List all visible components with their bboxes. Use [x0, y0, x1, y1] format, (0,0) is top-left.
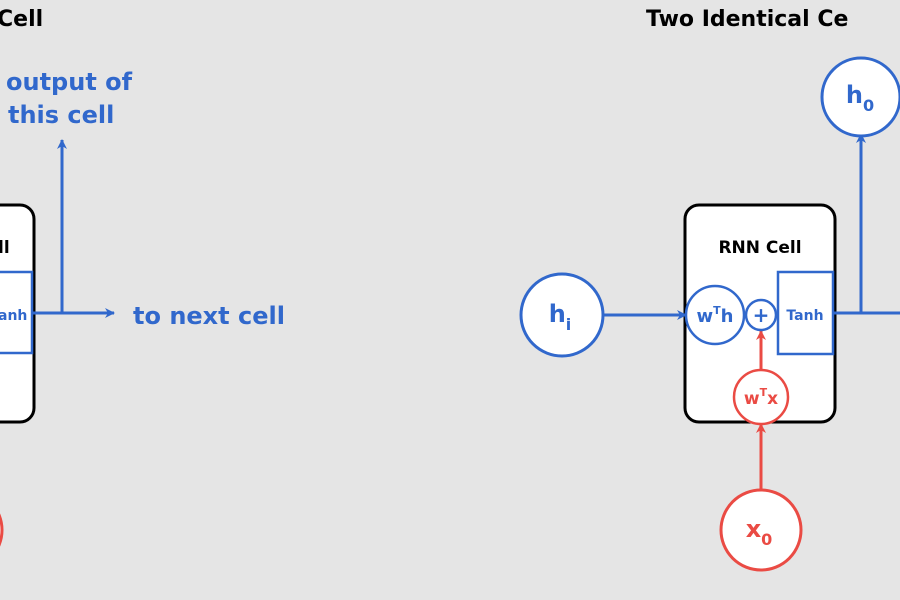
left-panel: Cell ll anh output of this cell to next … — [0, 7, 285, 547]
left-next-label: to next cell — [133, 302, 285, 330]
input-label: x0 — [746, 515, 773, 549]
hidden-in-circle — [519, 272, 605, 358]
left-panel-title: Cell — [0, 7, 43, 32]
plus-sign: + — [753, 303, 770, 327]
hidden-out-label: h0 — [846, 81, 874, 115]
tanh-label: Tanh — [786, 308, 823, 324]
left-tanh-label: anh — [0, 308, 27, 324]
left-input-circle — [0, 513, 4, 547]
right-panel-title: Two Identical Ce — [646, 7, 848, 32]
left-output-label-line2: this cell — [8, 101, 114, 129]
input-circle — [719, 488, 803, 572]
wtx-label: wTx — [744, 386, 778, 409]
hidden-in-label: hi — [549, 300, 572, 334]
tanh-box — [776, 270, 835, 356]
wtx-circle — [732, 368, 790, 426]
plus-circle — [744, 298, 778, 332]
left-output-label-line1: output of — [6, 68, 133, 96]
rnn-cell-title: RNN Cell — [718, 238, 801, 258]
hidden-out-circle — [820, 56, 900, 138]
left-cell-title: ll — [0, 238, 10, 258]
right-panel: Two Identical Ce RNN Cell Tanh wTh + wTx — [519, 7, 900, 572]
wth-circle — [684, 284, 746, 346]
wth-label: wTh — [697, 304, 734, 327]
